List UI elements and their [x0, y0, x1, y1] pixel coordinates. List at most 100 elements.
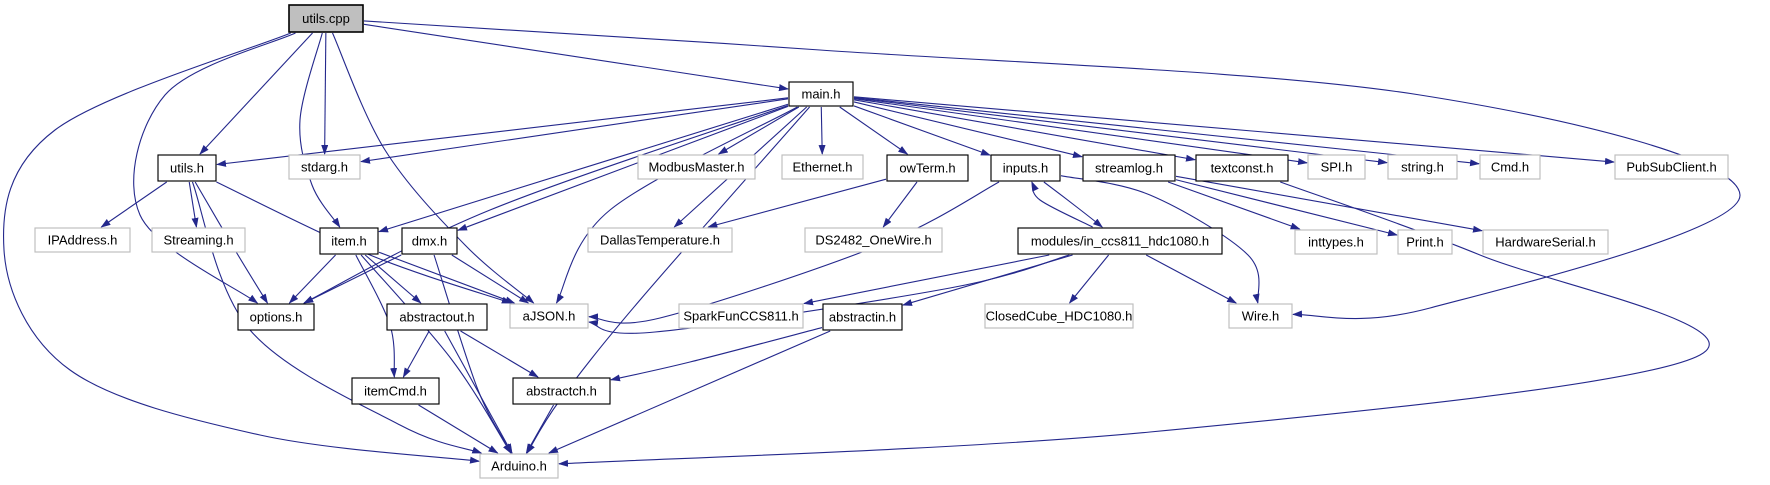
node-box-pubsubclient_h	[1614, 154, 1729, 180]
node-box-abstractin_h[interactable]	[822, 303, 903, 331]
edge-main_h-to-ajson_h	[555, 106, 798, 304]
edge-inputs_h-to-ajson_h	[588, 181, 1000, 324]
edge-item_h-to-ajson_h	[378, 251, 516, 304]
edge-item_h-to-abstractout_h	[364, 254, 422, 304]
edge-streamlog_h-to-inttypes_h	[1167, 181, 1301, 230]
edge-dmx_h-to-ajson_h	[451, 254, 530, 304]
edge-main_h-to-spi_h	[853, 98, 1308, 166]
node-streaming_h: Streaming.h	[151, 227, 246, 253]
edge-streamlog_h-to-print_h	[1175, 179, 1398, 237]
node-label-arduino_h: Arduino.h	[491, 459, 547, 474]
edge-utils_cpp-to-utils_h	[199, 32, 313, 155]
node-inputs_h[interactable]: inputs.h	[990, 154, 1061, 182]
node-utils_h[interactable]: utils.h	[157, 154, 217, 182]
node-cmd_h: Cmd.h	[1479, 154, 1541, 180]
edge-item_h-to-arduino_h	[360, 254, 512, 454]
node-abstractout_h[interactable]: abstractout.h	[386, 303, 488, 331]
edge-textconst_h-to-arduino_h	[558, 181, 1710, 467]
node-label-main_h: main.h	[801, 87, 840, 102]
node-label-cmd_h: Cmd.h	[1491, 160, 1529, 175]
edge-abstractin_h-to-arduino_h	[548, 330, 831, 454]
node-box-ajson_h	[509, 303, 589, 329]
node-box-options_h[interactable]	[237, 303, 315, 331]
node-label-inputs_h: inputs.h	[1003, 161, 1049, 176]
node-abstractin_h[interactable]: abstractin.h	[822, 303, 903, 331]
edge-streamlog_h-to-hardwareserial_h	[1175, 175, 1483, 233]
node-dmx_h[interactable]: dmx.h	[401, 227, 458, 255]
node-spi_h: SPI.h	[1307, 154, 1366, 180]
edge-utils_cpp-to-ajson_h	[332, 32, 535, 304]
edge-layer	[3, 20, 1741, 467]
edge-main_h-to-item_h	[378, 103, 789, 233]
edge-main_h-to-modbusmaster_h	[717, 106, 800, 155]
edge-utils_cpp-to-item_h	[299, 32, 341, 228]
edge-item_h-to-options_h	[288, 254, 336, 304]
node-string_h: string.h	[1387, 154, 1458, 180]
node-box-main_h[interactable]	[788, 81, 854, 107]
node-textconst_h[interactable]: textconst.h	[1195, 154, 1289, 182]
node-closedcube_hdc1080_h: ClosedCube_HDC1080.h	[984, 303, 1134, 329]
edge-in_ccs811-to-inputs_h	[1031, 181, 1093, 228]
edge-main_h-to-pubsubclient_h	[853, 96, 1615, 165]
edge-dmx_h-to-arduino_h	[433, 254, 513, 454]
node-label-owterm_h: owTerm.h	[899, 161, 955, 176]
node-streamlog_h[interactable]: streamlog.h	[1082, 154, 1176, 182]
node-box-in_ccs811[interactable]	[1017, 227, 1223, 255]
node-label-sparkfunccs811_h: SparkFunCCS811.h	[683, 309, 798, 324]
edge-abstractch_h-to-arduino_h	[525, 404, 555, 454]
node-box-ipaddress_h	[34, 227, 131, 253]
edge-in_ccs811-to-ajson_h	[588, 254, 1070, 334]
node-box-inttypes_h	[1294, 229, 1378, 255]
edge-utils_cpp-to-arduino_h	[3, 32, 480, 464]
node-box-hardwareserial_h	[1482, 229, 1609, 255]
edge-abstractout_h-to-arduino_h	[444, 330, 513, 454]
node-box-inputs_h[interactable]	[990, 154, 1061, 182]
node-abstractch_h[interactable]: abstractch.h	[512, 377, 611, 405]
node-label-utils_cpp: utils.cpp	[302, 11, 350, 26]
node-box-abstractout_h[interactable]	[386, 303, 488, 331]
node-stdarg_h: stdarg.h	[288, 154, 361, 180]
edge-utils_h-to-streaming_h	[188, 181, 199, 228]
node-itemcmd_h[interactable]: itemCmd.h	[351, 377, 440, 405]
edge-main_h-to-owterm_h	[839, 106, 909, 155]
edge-abstractin_h-to-abstractch_h	[610, 327, 823, 382]
node-label-ajson_h: aJSON.h	[523, 309, 576, 324]
node-in_ccs811[interactable]: modules/in_ccs811_hdc1080.h	[1017, 227, 1223, 255]
node-box-utils_cpp[interactable]	[288, 4, 364, 33]
edge-main_h-to-string_h	[853, 97, 1388, 166]
edge-utils_cpp-to-wire_h	[363, 20, 1741, 320]
node-wire_h: Wire.h	[1228, 303, 1293, 329]
edge-main_h-to-options_h	[303, 105, 789, 304]
node-label-dmx_h: dmx.h	[412, 234, 447, 249]
node-box-spi_h	[1307, 154, 1366, 180]
node-owterm_h[interactable]: owTerm.h	[886, 154, 969, 182]
node-label-print_h: Print.h	[1406, 235, 1444, 250]
node-print_h: Print.h	[1397, 229, 1453, 255]
node-options_h[interactable]: options.h	[237, 303, 315, 331]
node-box-utils_h[interactable]	[157, 154, 217, 182]
node-ethernet_h: Ethernet.h	[781, 154, 864, 180]
node-label-streamlog_h: streamlog.h	[1095, 161, 1163, 176]
node-label-streaming_h: Streaming.h	[163, 233, 233, 248]
edge-abstractout_h-to-itemcmd_h	[402, 330, 430, 378]
node-box-abstractch_h[interactable]	[512, 377, 611, 405]
node-label-in_ccs811: modules/in_ccs811_hdc1080.h	[1031, 234, 1209, 249]
node-box-streamlog_h[interactable]	[1082, 154, 1176, 182]
edge-inputs_h-to-in_ccs811	[1043, 181, 1103, 228]
node-utils_cpp[interactable]: utils.cpp	[288, 4, 364, 33]
edge-main_h-to-utils_h	[216, 97, 789, 167]
node-pubsubclient_h: PubSubClient.h	[1614, 154, 1729, 180]
node-box-owterm_h[interactable]	[886, 154, 969, 182]
node-box-ethernet_h	[781, 154, 864, 180]
node-box-textconst_h[interactable]	[1195, 154, 1289, 182]
node-box-dmx_h[interactable]	[401, 227, 458, 255]
node-label-textconst_h: textconst.h	[1211, 161, 1274, 176]
node-label-closedcube_hdc1080_h: ClosedCube_HDC1080.h	[986, 309, 1133, 324]
node-label-wire_h: Wire.h	[1242, 309, 1280, 324]
node-item_h[interactable]: item.h	[319, 227, 379, 255]
node-box-itemcmd_h[interactable]	[351, 377, 440, 405]
node-box-item_h[interactable]	[319, 227, 379, 255]
node-main_h[interactable]: main.h	[788, 81, 854, 107]
edge-utils_h-to-ajson_h	[216, 181, 512, 304]
edge-utils_cpp-to-main_h	[363, 23, 789, 92]
